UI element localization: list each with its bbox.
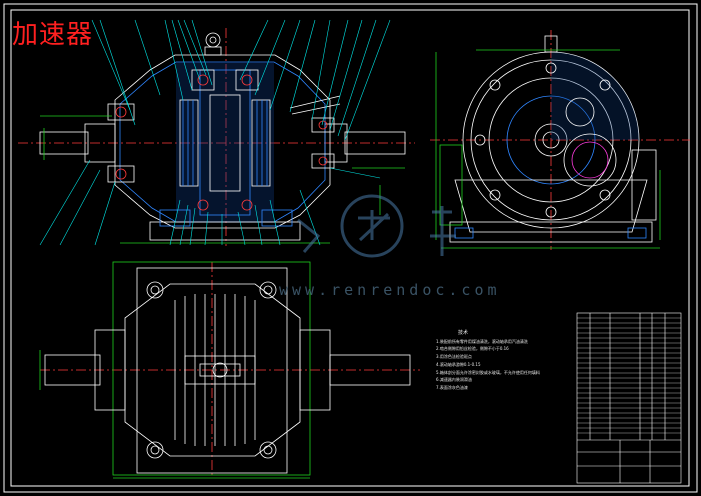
note-line: 4.滚动轴承游隙0.1-0.15: [436, 361, 481, 367]
outer-border: [3, 3, 698, 493]
watermark-text: www.renrendoc.com: [279, 281, 501, 299]
notes-heading: 技术: [458, 330, 469, 336]
technical-notes: 技术 1.装配前所有零件用煤油清洗，滚动轴承用汽油清洗 2.啮合侧隙用铅丝检验，…: [436, 330, 540, 392]
front-section-view: [18, 28, 415, 246]
note-line: 1.装配前所有零件用煤油清洗，滚动轴承用汽油清洗: [436, 338, 528, 344]
drawing-title: 加速器: [12, 20, 94, 50]
note-line: 7.表面涂灰色油漆: [436, 384, 468, 390]
watermark-logo-icon: [297, 194, 456, 258]
part-leaders: [39, 19, 391, 246]
note-line: 5.箱体剖分面允许涂密封胶或水玻璃，不允许使用任何填料: [436, 369, 540, 375]
note-line: 6.减速器内装润滑油: [436, 377, 472, 383]
top-view: [39, 261, 420, 479]
note-line: 3.用涂色法检验斑点: [436, 354, 472, 360]
parts-list-rows: [577, 317, 681, 434]
note-line: 2.啮合侧隙用铅丝检验，侧隙不小于0.16: [436, 346, 509, 352]
side-view: [430, 30, 690, 250]
inner-border: [10, 9, 690, 487]
